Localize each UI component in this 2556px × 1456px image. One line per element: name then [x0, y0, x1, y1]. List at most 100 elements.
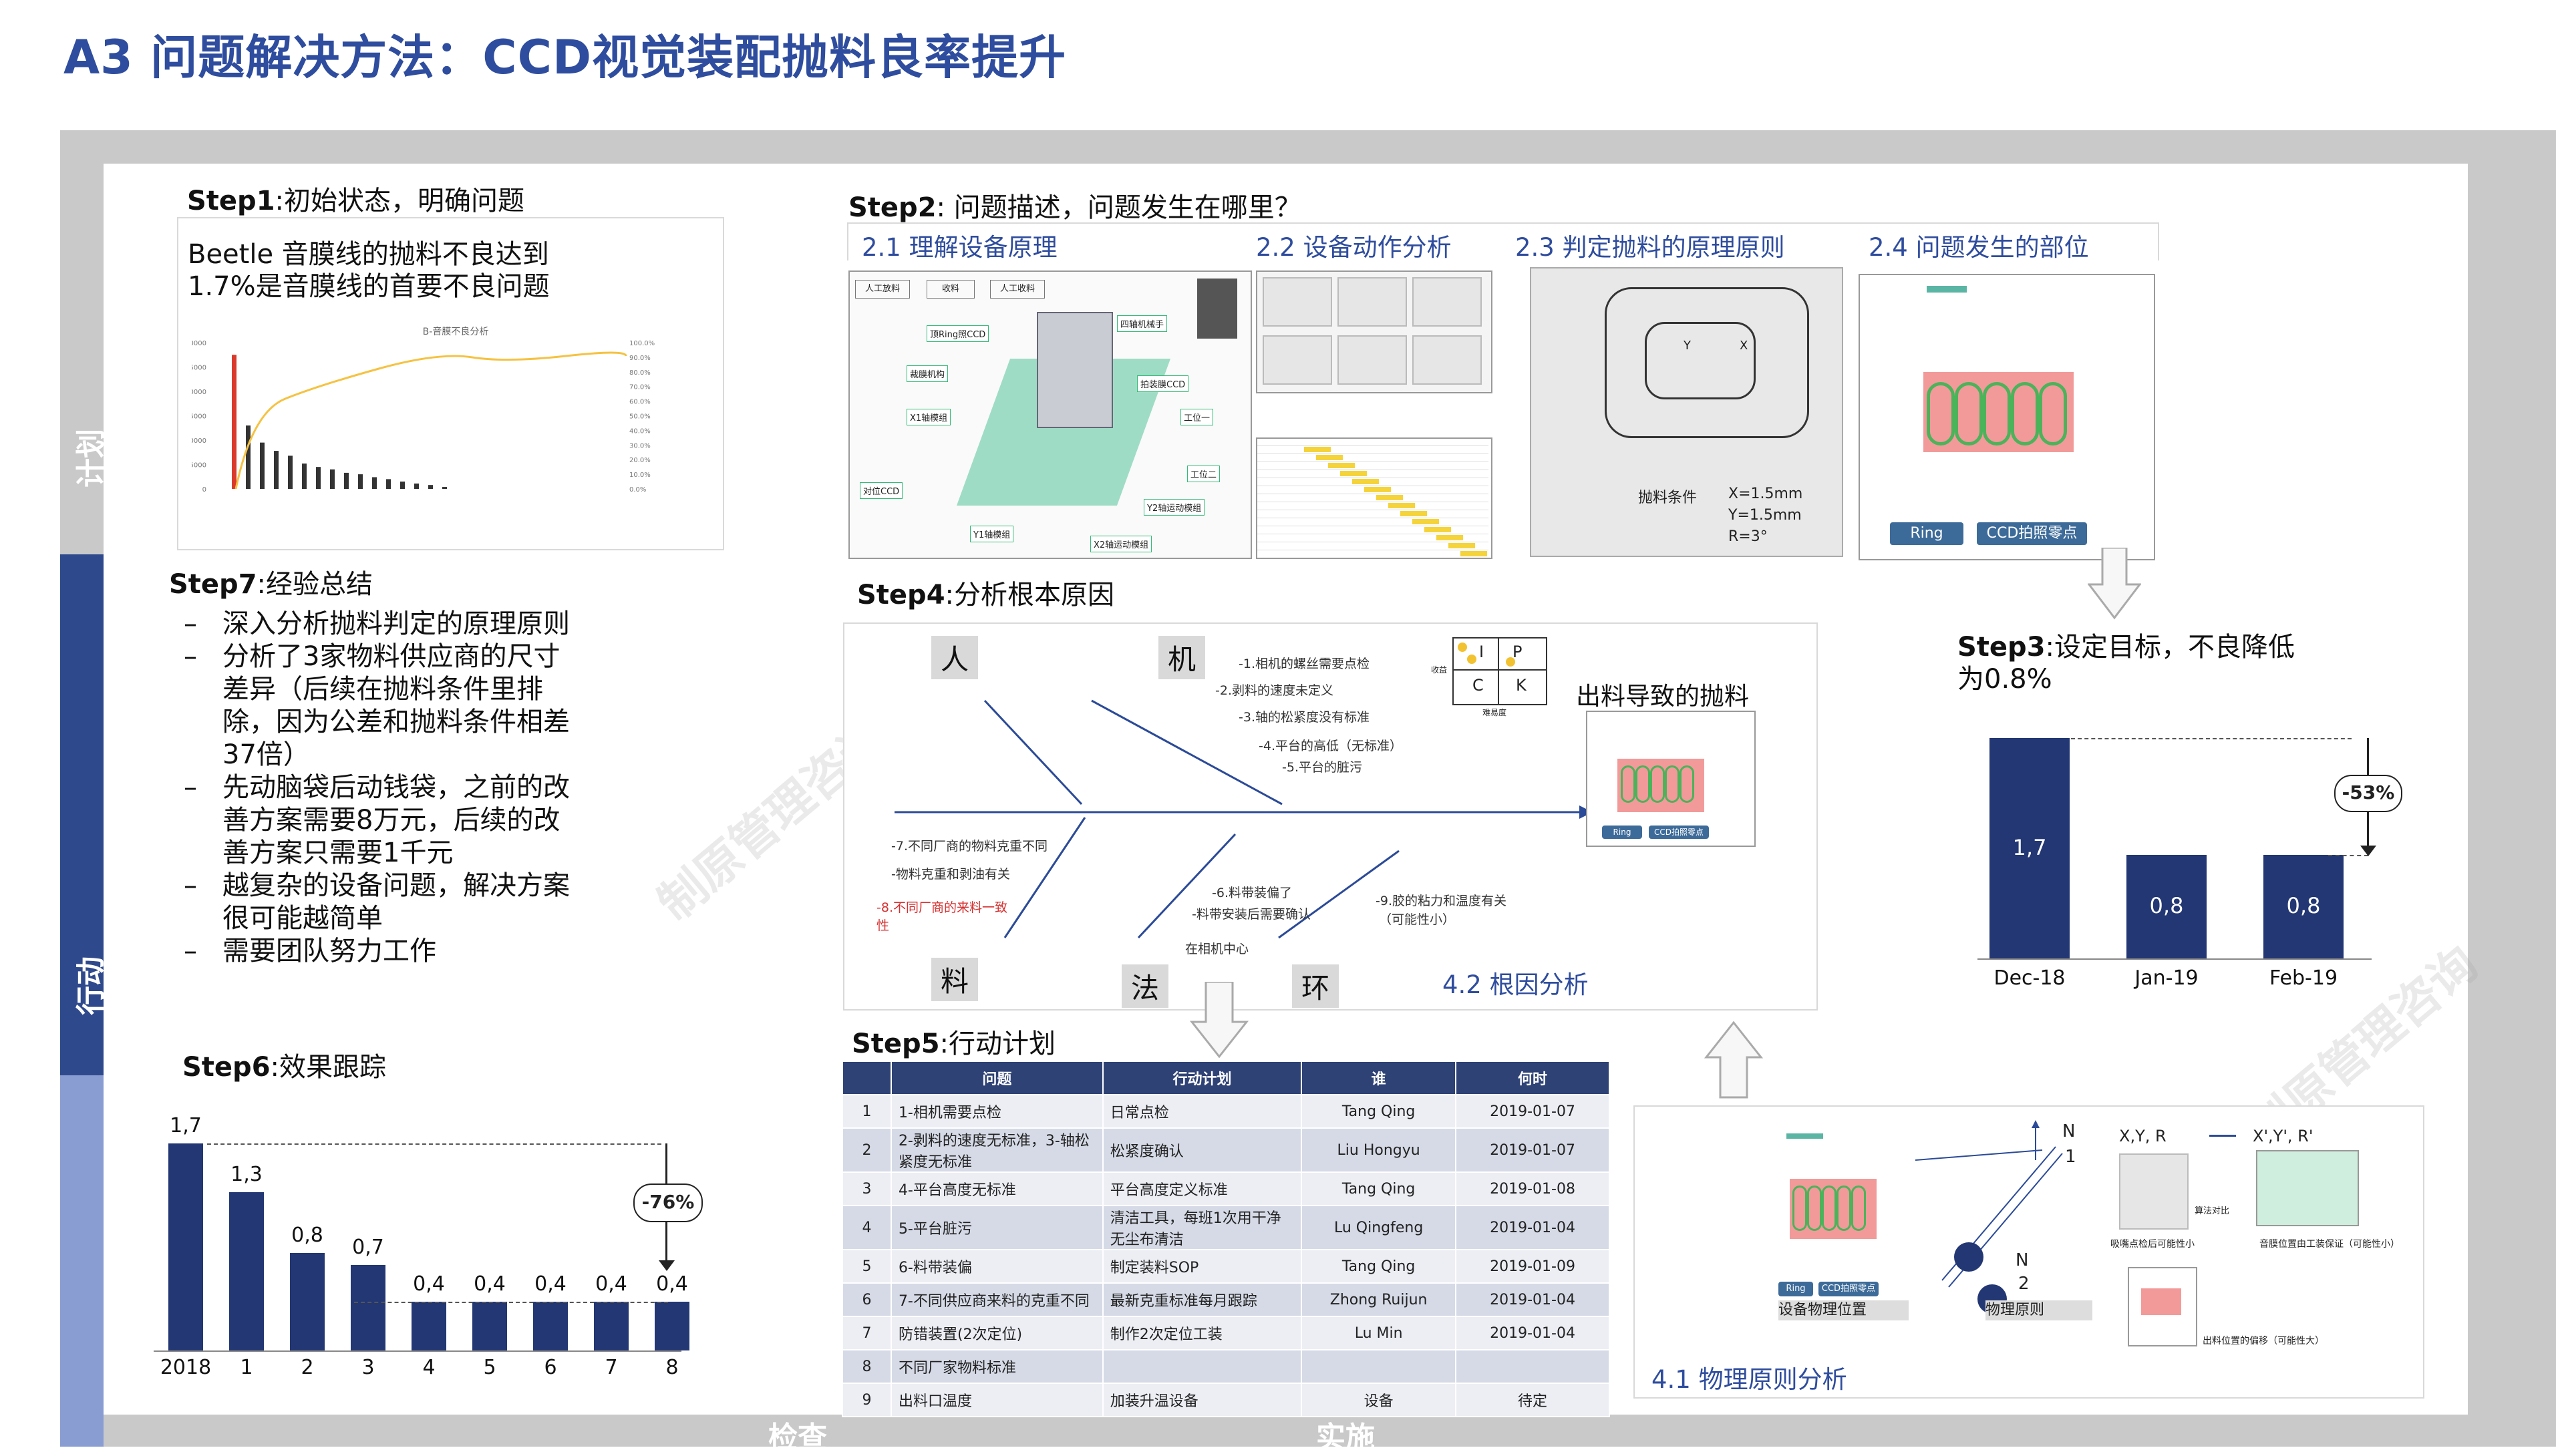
bar-value-label: 1,7 — [170, 1114, 202, 1137]
cause-material: 料 — [931, 958, 979, 1001]
coil-shape — [2039, 382, 2067, 445]
criteria-r: R=3° — [1728, 528, 1768, 545]
table-cell: 清洁工具，每班1次用干净无尘布清洁 — [1102, 1205, 1303, 1250]
step7-heading: Step7:经验总结 — [169, 569, 373, 600]
fishbone-panel: 人 机 料 法 环 -1.相机的螺丝需要点检 -2.剥料的速度未定义 -3.轴的… — [843, 622, 1818, 1011]
effect-diagram: Ring CCD拍照零点 — [1586, 711, 1756, 847]
part-marker — [1786, 1133, 1823, 1139]
gantt-bar — [1436, 535, 1463, 540]
matrix-p: P — [1512, 643, 1523, 661]
gantt-bar — [1352, 479, 1379, 484]
fishbone-effect: 出料导致的抛料 — [1576, 682, 1749, 711]
gantt-bar — [1376, 495, 1403, 500]
step4-2-label: 4.2 根因分析 — [1442, 970, 1589, 999]
bar — [344, 472, 349, 489]
step2-1-label: 2.1 理解设备原理 — [862, 233, 1058, 262]
plan-side-label: 计划 — [74, 429, 108, 488]
table-cell: Tang Qing — [1301, 1249, 1457, 1284]
matrix-x-label: 难易度 — [1482, 708, 1507, 717]
x-tick-label: 2018 — [160, 1356, 212, 1379]
table-cell: 9 — [842, 1383, 892, 1417]
bar — [316, 467, 321, 489]
bar — [330, 469, 335, 489]
machine-cause: -3.轴的松紧度没有标准 — [1239, 710, 1370, 725]
bar — [1989, 738, 2070, 958]
table-cell: 2-剥料的速度无标准，3-轴松紧度无标准 — [890, 1127, 1104, 1173]
action-photo — [1263, 335, 1332, 385]
matrix-dot — [1458, 643, 1467, 652]
reduction-arrow-head — [2360, 845, 2376, 856]
list-item: 先动脑袋后动钱袋，之前的改善方案需要8万元，后续的改善方案只需要1千元 — [184, 771, 571, 870]
n2-sub-label: 2 — [2018, 1274, 2030, 1294]
frame-bottom-band — [60, 1415, 2556, 1447]
table-cell: 1 — [842, 1094, 892, 1129]
criteria-y: Y=1.5mm — [1728, 507, 1802, 524]
coil-shape — [1807, 1186, 1822, 1231]
action-photo — [1337, 335, 1407, 385]
machine-label: 顶Ring照CCD — [927, 325, 989, 342]
machine-label: 收料 — [927, 280, 975, 299]
coil-shape — [1836, 1186, 1851, 1231]
y2-tick-label: 100.0% — [629, 340, 655, 347]
x-tick-label: Jan-19 — [2134, 966, 2199, 990]
bar — [472, 1302, 507, 1350]
bar — [2263, 854, 2344, 958]
gantt-bar — [1340, 471, 1367, 476]
table-cell — [1102, 1349, 1303, 1384]
table-cell: 7 — [842, 1316, 892, 1350]
ring-tag: Ring — [1890, 522, 1963, 545]
gantt-row-line — [1257, 453, 1488, 454]
action-photo — [1412, 277, 1482, 327]
ccd-zero-tag: CCD拍照零点 — [1977, 522, 2087, 545]
table-cell: Tang Qing — [1301, 1094, 1457, 1129]
list-item: 深入分析抛料判定的原理原则 — [184, 608, 571, 641]
table-cell: 4-平台高度无标准 — [890, 1171, 1104, 1206]
table-cell: 2019-01-04 — [1455, 1316, 1610, 1350]
table-cell: 松紧度确认 — [1102, 1127, 1303, 1173]
action-photo — [1412, 335, 1482, 385]
table-cell: Lu Qingfeng — [1301, 1205, 1457, 1250]
bar-value-label: 0,8 — [291, 1224, 323, 1248]
n1-sub-label: 1 — [2065, 1147, 2076, 1167]
bar — [533, 1302, 568, 1350]
method-cause: -6.料带装偏了 — [1212, 886, 1292, 900]
bar-value-label: 0,4 — [534, 1272, 567, 1296]
table-cell: 日常点检 — [1102, 1094, 1303, 1129]
coil-shape — [2011, 382, 2039, 445]
table-cell — [1455, 1349, 1610, 1384]
environment-cause: -9.胶的粘力和温度有关 — [1376, 894, 1506, 908]
step3-heading: Step3:设定目标，不良降低为0.8% — [1957, 632, 2295, 695]
action-photo — [1337, 277, 1407, 327]
table-cell — [1301, 1349, 1457, 1384]
y2-tick-label: 60.0% — [629, 399, 651, 406]
bar — [358, 474, 363, 489]
table-cell: 7-不同供应商来料的克重不同 — [890, 1282, 1104, 1317]
reduction-arrow-head — [659, 1260, 675, 1272]
machine-cause: -5.平台的脏污 — [1282, 760, 1362, 775]
matrix-k: K — [1516, 676, 1527, 695]
table-cell: 5-平台脏污 — [890, 1205, 1104, 1250]
machine-label: 四轴机械手 — [1117, 315, 1168, 332]
bar — [414, 483, 419, 489]
coil-shape — [1792, 1186, 1807, 1231]
bar — [351, 1265, 385, 1350]
step2-3-label: 2.3 判定抛料的原理原则 — [1515, 233, 1785, 262]
table-cell: Zhong Ruijun — [1301, 1282, 1457, 1317]
machine-label: 人工放料 — [855, 280, 910, 299]
table-cell: 2 — [842, 1127, 892, 1173]
x-tick-label: Feb-19 — [2269, 966, 2338, 990]
bar — [246, 425, 251, 489]
bar — [594, 1302, 629, 1350]
note-label: 算法对比 — [2195, 1206, 2230, 1216]
machine-label: 对位CCD — [860, 482, 903, 499]
dash-mark — [2209, 1135, 2236, 1137]
x-tick-label: Dec-18 — [1993, 966, 2066, 990]
table-cell: 6 — [842, 1282, 892, 1317]
step4-1-label: 4.1 物理原则分析 — [1651, 1365, 1847, 1394]
list-item: 越复杂的设备问题，解决方案很可能越简单 — [184, 870, 571, 935]
part-body-shape — [2141, 1288, 2181, 1315]
step2-heading: Step2: 问题描述，问题发生在哪里？ — [848, 192, 1301, 223]
step7-list: 深入分析抛料判定的原理原则 分析了3家物料供应商的尺寸差异（后续在抛料条件里排除… — [184, 608, 571, 968]
